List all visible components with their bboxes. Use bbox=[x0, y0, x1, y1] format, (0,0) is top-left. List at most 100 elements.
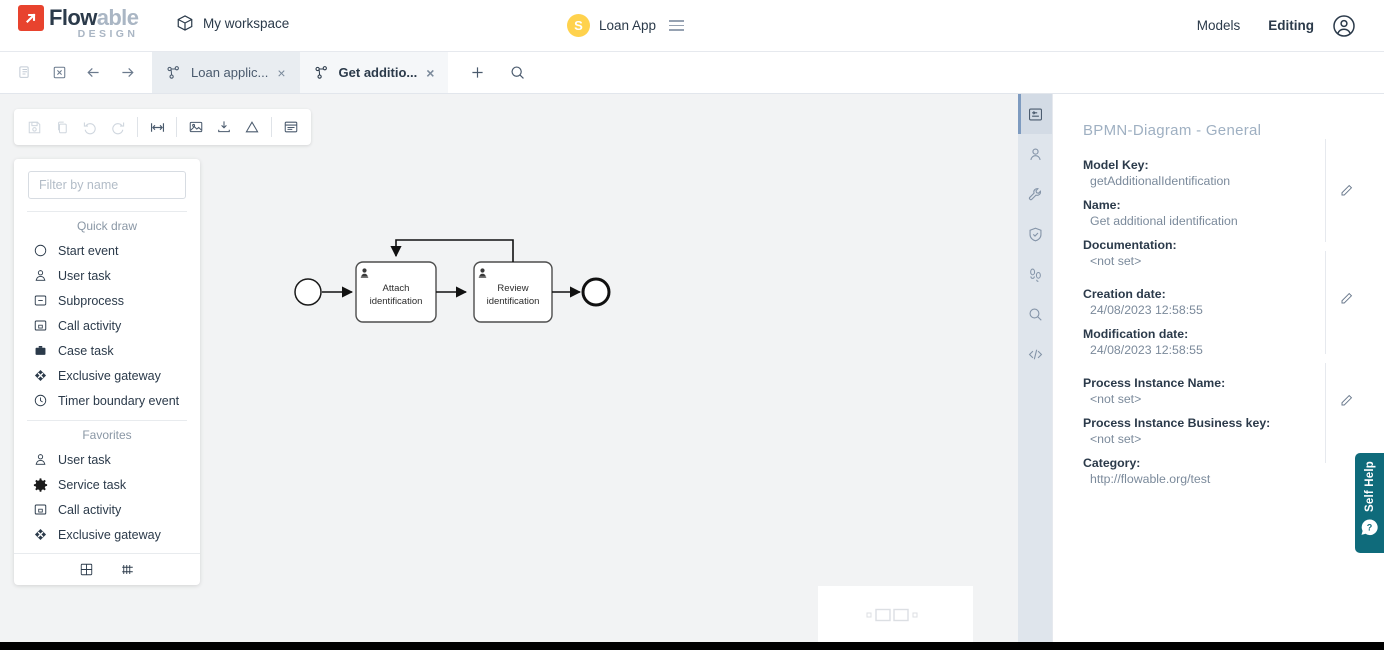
hamburger-icon[interactable] bbox=[669, 20, 685, 31]
rail-item-wrench[interactable] bbox=[1018, 174, 1052, 214]
svg-text:?: ? bbox=[1367, 522, 1373, 532]
bpmn-start-event[interactable] bbox=[294, 278, 322, 306]
palette-fav-exclusive-gateway[interactable]: Exclusive gateway bbox=[14, 522, 200, 547]
bpmn-flow-loop-review-attach[interactable] bbox=[390, 239, 514, 262]
case-task-icon bbox=[32, 343, 48, 359]
palette-item-user-task[interactable]: User task bbox=[14, 263, 200, 288]
tabbar-tools bbox=[0, 52, 152, 93]
palette-item-label: Exclusive gateway bbox=[58, 368, 161, 383]
logo-subtitle: DESIGN bbox=[77, 28, 139, 40]
diagram-canvas[interactable]: Quick draw Start event User task bbox=[0, 94, 1018, 642]
validate-warning-icon[interactable] bbox=[238, 113, 266, 141]
logo-word-dark: Flow bbox=[49, 5, 97, 30]
palette-item-exclusive-gateway[interactable]: Exclusive gateway bbox=[14, 363, 200, 388]
flowable-logo[interactable]: Flowable DESIGN bbox=[18, 5, 139, 40]
rail-item-code[interactable] bbox=[1018, 334, 1052, 374]
spacer bbox=[1083, 366, 1384, 375]
properties-panel-title: BPMN-Diagram - General bbox=[1083, 122, 1262, 139]
app-avatar: S bbox=[567, 14, 590, 37]
palette-section-title-quick-draw: Quick draw bbox=[76, 219, 138, 233]
redo-icon[interactable] bbox=[104, 113, 132, 141]
add-tab-icon[interactable] bbox=[462, 58, 492, 88]
property-value: 24/08/2023 12:58:55 bbox=[1090, 343, 1203, 357]
palette-footer bbox=[14, 553, 200, 585]
property-label: Category: bbox=[1083, 456, 1141, 470]
search-tab-icon[interactable] bbox=[502, 58, 532, 88]
property-value: http://flowable.org/test bbox=[1090, 472, 1211, 486]
export-image-icon[interactable] bbox=[182, 113, 210, 141]
palette-fav-user-task[interactable]: User task bbox=[14, 447, 200, 472]
palette-section-title-favorites: Favorites bbox=[82, 428, 132, 442]
save-icon[interactable] bbox=[20, 113, 48, 141]
palette-fav-call-activity[interactable]: Call activity bbox=[14, 497, 200, 522]
property-documentation: Documentation: <not set> bbox=[1083, 237, 1384, 270]
bpmn-end-event[interactable] bbox=[581, 277, 611, 307]
fit-width-icon[interactable] bbox=[143, 113, 171, 141]
properties-divider bbox=[1325, 363, 1326, 463]
tab-close-icon[interactable]: × bbox=[426, 64, 435, 81]
nav-item-models[interactable]: Models bbox=[1196, 18, 1241, 33]
pencil-icon bbox=[1341, 394, 1353, 406]
palette-item-label: Timer boundary event bbox=[58, 393, 180, 408]
grid-view-icon[interactable] bbox=[79, 562, 94, 577]
app-selector[interactable]: S Loan App bbox=[567, 14, 685, 37]
properties-divider bbox=[1325, 251, 1326, 354]
user-circle-icon[interactable] bbox=[1332, 14, 1356, 43]
property-label: Documentation: bbox=[1083, 238, 1177, 252]
property-value: getAdditionalIdentification bbox=[1090, 174, 1231, 188]
palette-filter-input[interactable] bbox=[28, 171, 186, 199]
download-icon[interactable] bbox=[210, 113, 238, 141]
property-value: <not set> bbox=[1090, 432, 1142, 446]
bpmn-task-attach-identification[interactable]: Attach identification bbox=[355, 261, 437, 323]
question-bubble-icon: ? bbox=[1360, 518, 1379, 542]
bpmn-task-review-identification[interactable]: Review identification bbox=[473, 261, 553, 323]
bpmn-diagram[interactable]: Attach identification Review identificat… bbox=[280, 224, 640, 344]
property-label: Process Instance Name: bbox=[1083, 376, 1226, 390]
workspace-selector[interactable]: My workspace bbox=[176, 14, 289, 32]
edit-modification-button[interactable] bbox=[1339, 291, 1354, 311]
toggle-panel-icon[interactable] bbox=[277, 113, 305, 141]
service-task-icon bbox=[32, 477, 48, 493]
rail-item-shield-check[interactable] bbox=[1018, 214, 1052, 254]
arrow-left-icon[interactable] bbox=[78, 58, 108, 88]
edit-business-key-button[interactable] bbox=[1339, 393, 1354, 413]
rail-item-search[interactable] bbox=[1018, 294, 1052, 334]
diagram-minimap[interactable] bbox=[818, 586, 973, 642]
properties-panel-icon bbox=[1028, 108, 1042, 120]
rail-item-user[interactable] bbox=[1018, 134, 1052, 174]
palette-item-start-event[interactable]: Start event bbox=[14, 238, 200, 263]
diagram-toolbar bbox=[14, 109, 311, 145]
tab-loan-application[interactable]: Loan applic... × bbox=[152, 52, 300, 93]
logo-arrow-icon bbox=[26, 13, 36, 23]
palette-item-case-task[interactable]: Case task bbox=[14, 338, 200, 363]
nav-item-editing[interactable]: Editing bbox=[1268, 18, 1314, 33]
close-box-icon[interactable] bbox=[44, 58, 74, 88]
arrow-right-icon[interactable] bbox=[112, 58, 142, 88]
logo-word-light: able bbox=[96, 5, 139, 30]
editor-tabbar: Loan applic... × Get additio... × bbox=[0, 52, 1384, 94]
palette-item-call-activity[interactable]: Call activity bbox=[14, 313, 200, 338]
tab-close-icon[interactable]: × bbox=[277, 64, 286, 81]
rail-item-footprints[interactable] bbox=[1018, 254, 1052, 294]
spacer bbox=[1083, 277, 1384, 286]
property-process-instance-business-key: Process Instance Business key: <not set> bbox=[1083, 415, 1384, 448]
palette-fav-service-task[interactable]: Service task bbox=[14, 472, 200, 497]
self-help-tab[interactable]: Self Help ? bbox=[1355, 453, 1384, 553]
edit-name-button[interactable] bbox=[1339, 183, 1354, 203]
start-event-icon bbox=[32, 243, 48, 259]
property-name: Name: Get additional identification bbox=[1083, 197, 1384, 230]
palette-item-subprocess[interactable]: Subprocess bbox=[14, 288, 200, 313]
shield-check-icon bbox=[1029, 227, 1041, 241]
element-palette: Quick draw Start event User task bbox=[14, 159, 200, 585]
exclusive-gateway-icon bbox=[32, 368, 48, 384]
user-task-icon bbox=[32, 452, 48, 468]
palette-item-timer-boundary-event[interactable]: Timer boundary event bbox=[14, 388, 200, 413]
wrench-icon bbox=[1028, 187, 1041, 200]
shortcuts-icon[interactable] bbox=[120, 562, 135, 577]
duplicate-icon[interactable] bbox=[10, 58, 40, 88]
tab-get-additional-identification[interactable]: Get additio... × bbox=[299, 52, 449, 93]
rail-item-properties-panel[interactable] bbox=[1018, 94, 1052, 134]
undo-icon[interactable] bbox=[76, 113, 104, 141]
palette-item-label: Subprocess bbox=[58, 293, 125, 308]
copy-icon[interactable] bbox=[48, 113, 76, 141]
